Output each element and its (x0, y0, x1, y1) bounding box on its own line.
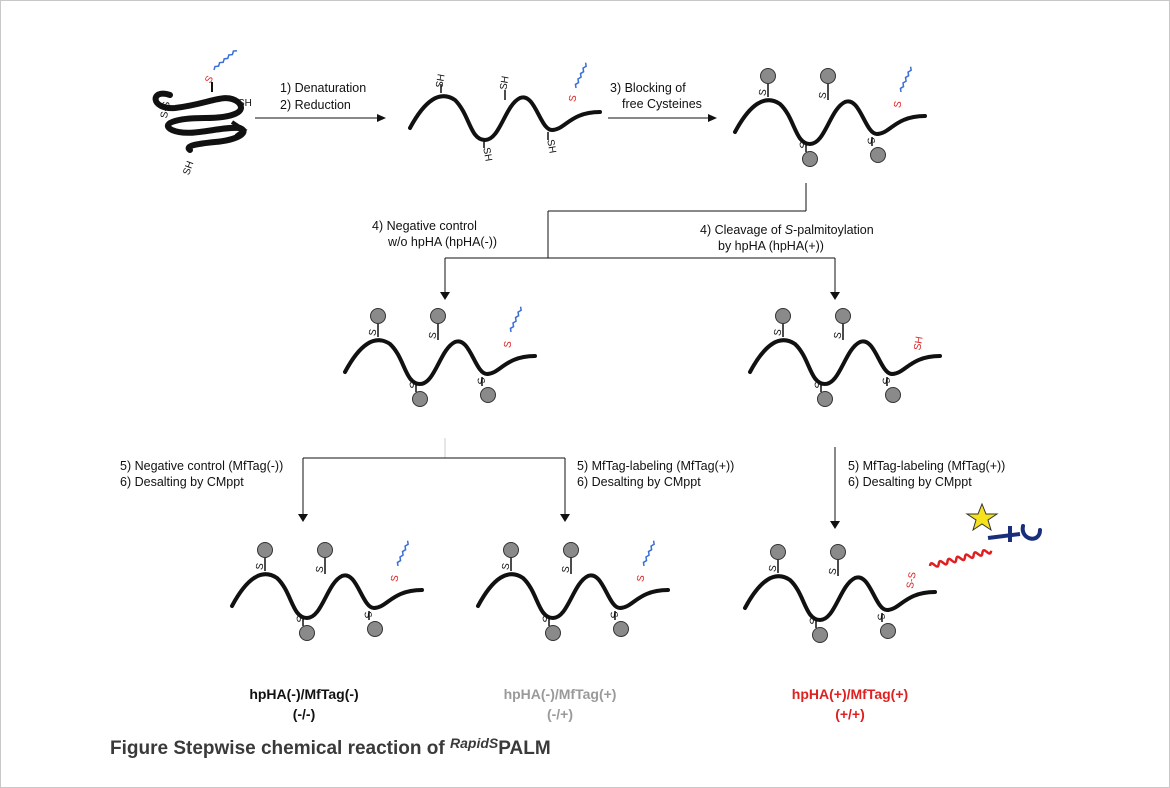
folded-protein: S SH S-S SH (152, 49, 252, 177)
atom-s-label: S (757, 88, 769, 97)
step-mftag-labeling: 5) MfTag-labeling (MfTag(+)) (848, 459, 1005, 473)
mftag-hook-icon (1020, 524, 1042, 541)
atom-s-label: S (811, 381, 823, 390)
blocking-bead-icon (820, 68, 836, 84)
step-denaturation: 1) Denaturation (280, 81, 366, 95)
blocked-protein: S S S S S (733, 66, 927, 167)
result-code: (-/-) (293, 706, 316, 722)
step-negative-control-2: w/o hpHA (hpHA(-)) (387, 235, 497, 249)
step-negative-mftag: 5) Negative control (MfTag(-)) (120, 459, 283, 473)
atom-ss-label: S-S (159, 100, 173, 119)
atom-sh-label: SH (498, 75, 511, 91)
protein-hpha-pos: S S S S SH (748, 308, 942, 407)
palmitoyl-chain-icon (574, 62, 587, 89)
blocking-bead-icon (835, 308, 851, 324)
atom-s-label: S (832, 331, 844, 340)
blocking-bead-icon (812, 627, 828, 643)
step-mftag-labeling: 5) MfTag-labeling (MfTag(+)) (577, 459, 734, 473)
atom-s-label: S (874, 613, 886, 622)
atom-sh-label: SH (434, 73, 447, 89)
figure-caption: Figure Stepwise chemical reaction of Rap… (110, 735, 551, 759)
atom-s-label: S (203, 74, 216, 86)
atom-s-label: S (806, 617, 818, 626)
protein-result-pos-pos: S S S S S-S (743, 502, 1042, 643)
blocking-bead-icon (760, 68, 776, 84)
blocking-bead-icon (885, 387, 901, 403)
blocking-bead-icon (830, 544, 846, 560)
fluorophore-star-icon (965, 502, 999, 532)
step-cleavage-1: 4) Cleavage of S-palmitoylation (700, 223, 874, 237)
atom-s-label: S (796, 141, 808, 150)
protein-result-neg-neg (230, 538, 424, 643)
atom-sh-label: SH (912, 336, 925, 352)
blocking-bead-icon (817, 391, 833, 407)
step-desalting: 6) Desalting by CMppt (848, 475, 972, 489)
atom-s-label: S (772, 328, 784, 337)
atom-sh-label: SH (480, 147, 493, 163)
result-name: hpHA(-)/MfTag(-) (249, 686, 358, 702)
result-name: hpHA(-)/MfTag(+) (504, 686, 617, 702)
result-code: (+/+) (835, 706, 865, 722)
palmitoyl-chain-icon (899, 66, 912, 93)
step-blocking-1: 3) Blocking of (610, 81, 686, 95)
step-blocking-2: free Cysteines (622, 97, 702, 111)
mftag-linker-icon (928, 548, 993, 568)
mftag-handle-icon (987, 532, 1021, 540)
atom-ss-label: S-S (905, 571, 919, 590)
atom-s-label: S (567, 94, 579, 103)
atom-s-label: S (892, 100, 904, 109)
atom-s-label: S (879, 377, 891, 386)
blocking-bead-icon (770, 544, 786, 560)
reduced-protein: SH SH SH SH S (408, 62, 602, 163)
step-cleavage-2: by hpHA (hpHA(+)) (718, 239, 824, 253)
result-name: hpHA(+)/MfTag(+) (792, 686, 908, 702)
atom-s-label: S (864, 137, 876, 146)
blocking-bead-icon (870, 147, 886, 163)
palmitoyl-chain-icon (213, 49, 238, 71)
blocking-bead-icon (880, 623, 896, 639)
atom-sh-label: SH (238, 98, 252, 109)
atom-s-label: S (767, 564, 779, 573)
step-desalting: 6) Desalting by CMppt (577, 475, 701, 489)
atom-s-label: S (827, 567, 839, 576)
atom-s-label: S (817, 91, 829, 100)
atom-sh-label: SH (181, 160, 196, 177)
step-desalting: 6) Desalting by CMppt (120, 475, 244, 489)
branch-5-connector (298, 438, 840, 529)
branch-4-connector (440, 183, 840, 300)
blocking-bead-icon (775, 308, 791, 324)
step-negative-control-1: 4) Negative control (372, 219, 477, 233)
protein-result-neg-pos (476, 538, 670, 643)
protein-hpha-neg (343, 304, 537, 409)
blocking-bead-icon (802, 151, 818, 167)
result-labels: hpHA(-)/MfTag(-) (-/-) hpHA(-)/MfTag(+) … (249, 686, 908, 722)
atom-sh-label: SH (544, 139, 557, 155)
step-reduction: 2) Reduction (280, 98, 351, 112)
result-code: (-/+) (547, 706, 573, 722)
